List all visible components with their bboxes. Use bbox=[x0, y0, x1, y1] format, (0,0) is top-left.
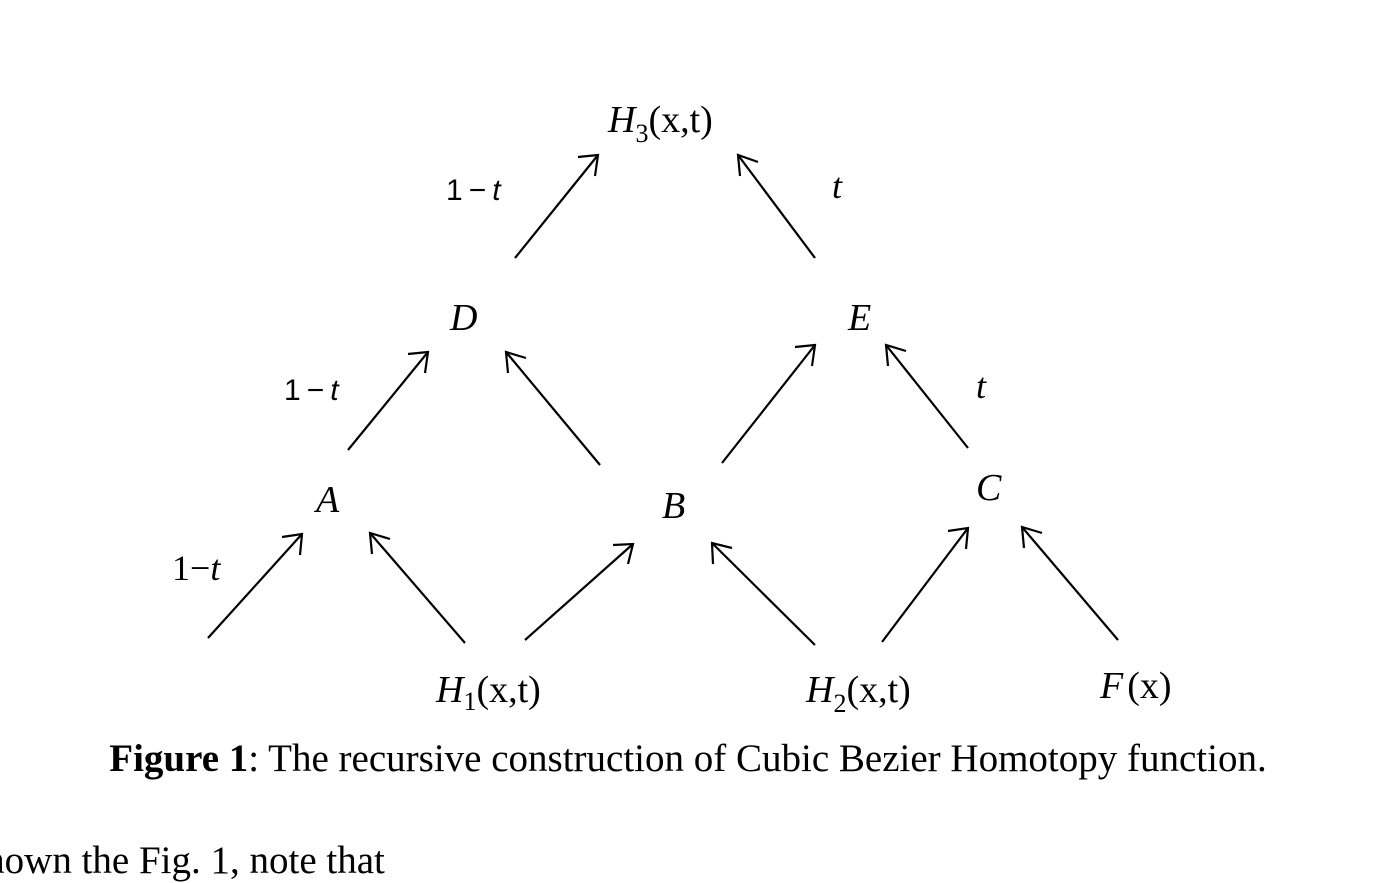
arrow-h1-to-b bbox=[524, 542, 635, 641]
node-d: D bbox=[449, 297, 477, 339]
weight-top-right: t bbox=[832, 166, 843, 206]
arrow-e-to-h3 bbox=[736, 153, 816, 259]
homotopy-tree-diagram: H3(x,t) D E A B C H1(x,t) H2(x,t) F(x) 1… bbox=[172, 99, 1172, 718]
weight-mid-right: t bbox=[976, 366, 987, 406]
weight-mid-left: 1−t bbox=[284, 374, 340, 407]
arrow-d-to-h3 bbox=[514, 153, 600, 259]
node-e: E bbox=[847, 297, 871, 339]
arrow-c-to-e bbox=[884, 343, 969, 449]
arrow-b-to-d bbox=[504, 350, 601, 466]
figure-caption: Figure 1: The recursive construction of … bbox=[0, 736, 1376, 781]
arrow-f-to-c bbox=[1020, 525, 1119, 641]
arrow-h2-to-c bbox=[881, 526, 970, 643]
node-h1: H1(x,t) bbox=[435, 669, 541, 716]
arrow-a-to-d bbox=[347, 350, 430, 451]
node-h2: H2(x,t) bbox=[805, 669, 911, 718]
node-f: F(x) bbox=[1099, 665, 1172, 707]
figure-caption-text: : The recursive construction of Cubic Be… bbox=[248, 737, 1267, 780]
node-c: C bbox=[976, 467, 1002, 509]
node-a: A bbox=[313, 479, 340, 521]
node-h3: H3(x,t) bbox=[607, 99, 713, 148]
node-b: B bbox=[662, 485, 685, 527]
arrow-h0-to-a bbox=[207, 532, 304, 639]
arrow-h2-to-b bbox=[710, 541, 816, 646]
arrow-h1-to-a bbox=[368, 531, 466, 644]
arrow-b-to-e bbox=[721, 343, 817, 464]
body-text-line: shown the Fig. 1, note that bbox=[0, 839, 385, 882]
weight-low-left: 1−t bbox=[172, 548, 221, 588]
figure-caption-label: Figure 1 bbox=[109, 737, 249, 780]
weight-top-left: 1−t bbox=[446, 174, 502, 207]
